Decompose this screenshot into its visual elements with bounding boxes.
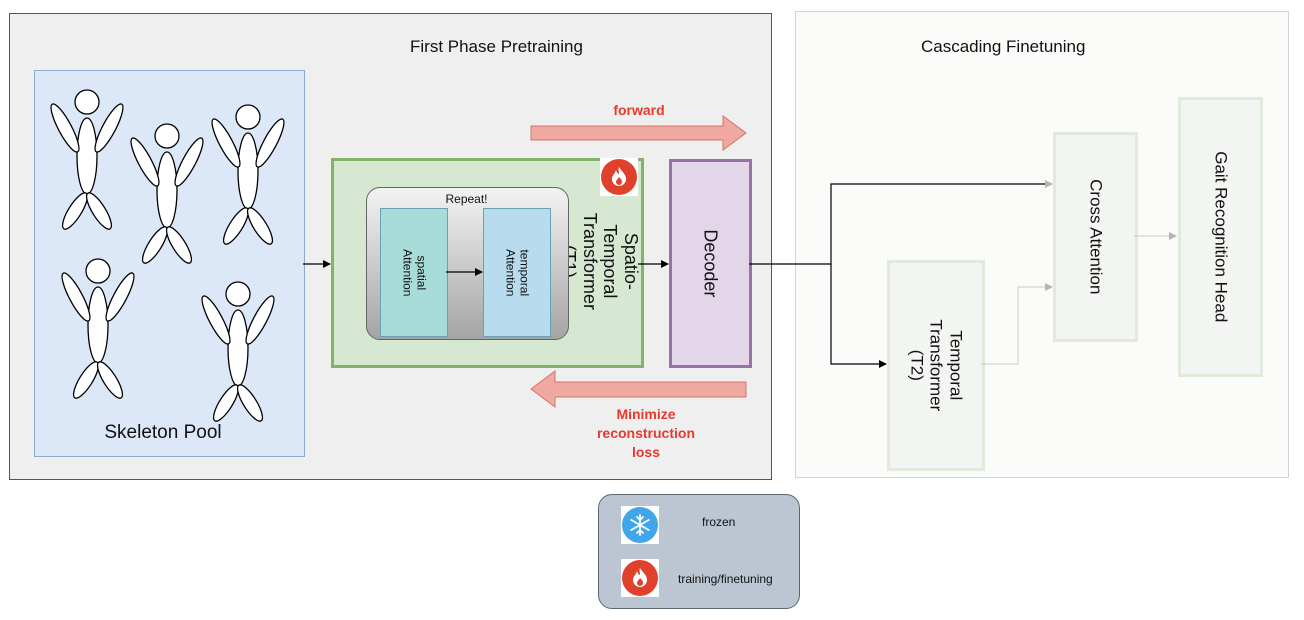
cross-attention-block: Cross Attention [1053, 132, 1138, 342]
legend-frozen-label: frozen [702, 515, 736, 529]
pretraining-title: First Phase Pretraining [410, 37, 583, 56]
repeat-label: Repeat! [445, 192, 488, 206]
legend-training-icon-tile [621, 559, 659, 597]
snowflake-icon [622, 507, 658, 543]
training-status-icon [600, 158, 638, 196]
forward-label: forward [613, 102, 665, 118]
loss-arrow [530, 370, 747, 408]
finetuning-title: Cascading Finetuning [921, 37, 1086, 56]
gait-recognition-head-block: Gait Recognition Head [1178, 97, 1263, 377]
forward-arrow [530, 115, 747, 151]
temporal-attention-block: temporal Attention [483, 208, 551, 337]
temporal-transformer-block: Temporal Transformer (T2) [887, 260, 985, 471]
legend-frozen-icon-tile [621, 506, 659, 544]
fire-icon [622, 560, 658, 596]
decoder-to-cross-attention-arrow [749, 180, 1053, 265]
fire-icon [601, 159, 637, 195]
skeleton-pool-label: Skeleton Pool [104, 422, 222, 443]
t2-to-cross-attention-arrow [981, 283, 1053, 365]
loss-label: Minimize reconstruction loss [596, 406, 695, 460]
legend-training-label: training/finetuning [678, 572, 773, 586]
decoder-to-temporal-transformer-arrow [830, 264, 887, 368]
